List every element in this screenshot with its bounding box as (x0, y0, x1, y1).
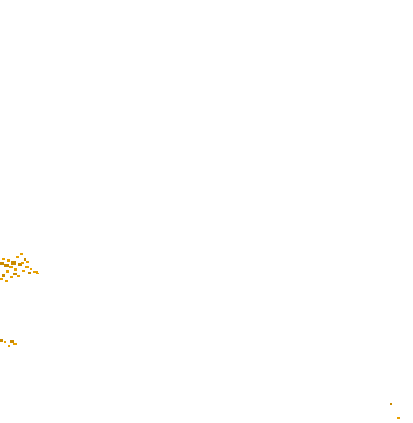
map-feature-fragment (4, 264, 9, 267)
map-feature-fragment (36, 273, 39, 274)
map-feature-fragment (11, 261, 16, 265)
map-feature-fragment (10, 276, 13, 278)
map-feature-fragment (13, 343, 17, 345)
map-feature-fragment (25, 266, 29, 268)
map-feature-fragment (13, 273, 17, 275)
map-feature-fragment (390, 403, 392, 405)
map-feature-fragment (33, 271, 38, 273)
map-feature-fragment (9, 266, 13, 268)
map-feature-fragment (397, 417, 400, 419)
feature-cluster-southwest (0, 339, 17, 347)
map-feature-fragment (7, 259, 10, 262)
map-feature-fragment (2, 258, 5, 260)
map-feature-fragment (8, 345, 10, 347)
map-feature-fragment (22, 270, 25, 272)
map-feature-fragment (26, 261, 29, 263)
map-feature-fragment (24, 258, 26, 261)
map-feature-fragment (10, 340, 14, 343)
map-feature-fragment (0, 278, 3, 280)
map-feature-fragment (2, 274, 5, 277)
map-feature-fragment (0, 339, 3, 342)
map-feature-fragment (5, 280, 8, 282)
map-feature-fragment (6, 270, 9, 273)
map-feature-fragment (17, 275, 20, 277)
map-feature-fragment (0, 262, 4, 265)
map-feature-fragment (16, 256, 19, 258)
map-feature-fragment (4, 341, 6, 343)
map-feature-fragment (20, 253, 23, 255)
feature-cluster-west (0, 253, 39, 282)
map-feature-fragment (28, 272, 31, 274)
map-feature-fragment (21, 262, 24, 264)
feature-cluster-southeast (390, 403, 400, 419)
map-feature-fragment (18, 263, 22, 266)
map-feature-fragment (30, 268, 32, 270)
map-feature-fragment (14, 268, 17, 271)
